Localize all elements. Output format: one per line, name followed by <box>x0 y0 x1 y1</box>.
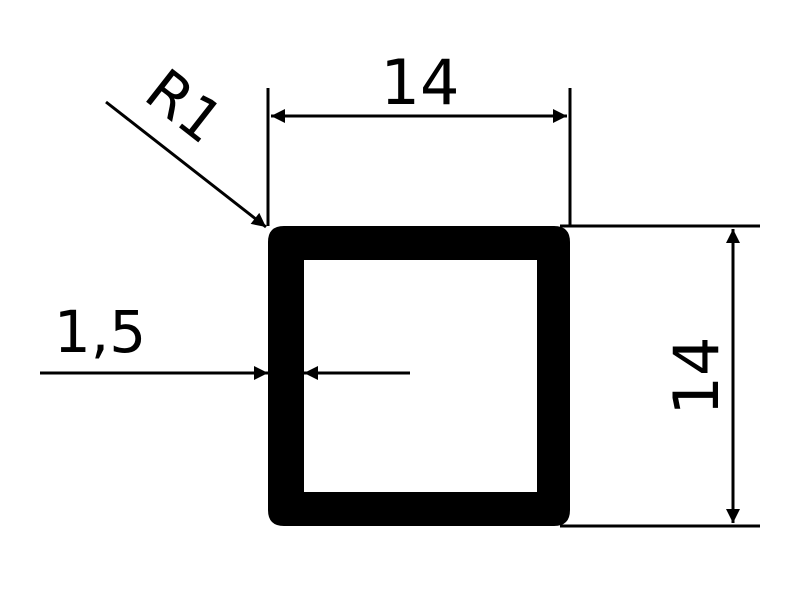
width-dimension-label: 14 <box>381 46 460 119</box>
radius-leader-line <box>105 100 267 229</box>
tube-profile <box>268 226 570 526</box>
height-dimension-label: 14 <box>660 337 733 416</box>
radius-label: R1 <box>133 56 236 157</box>
wall-thickness-label: 1,5 <box>54 298 146 366</box>
